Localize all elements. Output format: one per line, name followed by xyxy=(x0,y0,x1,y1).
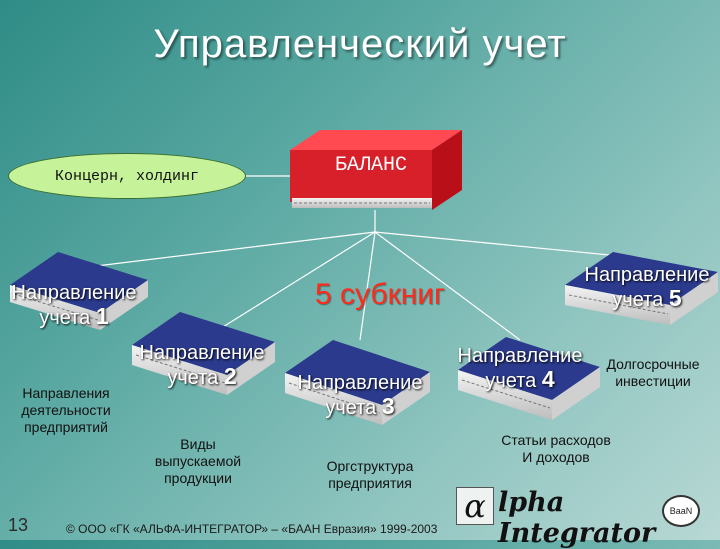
alpha-icon: α xyxy=(456,487,494,525)
alpha-integrator-logo: α lpha Integrator BaaN xyxy=(456,485,712,549)
book-sub-3: Оргструктура предприятия xyxy=(326,458,414,491)
copyright: © ООО «ГК «АЛЬФА-ИНТЕГРАТОР» – «БААН Евр… xyxy=(66,522,438,536)
book-label-1-line2: учета 1 xyxy=(39,303,109,330)
book-sub-2: Виды выпускаемой продукции xyxy=(154,436,242,486)
book-label-5: Направление учета 5 xyxy=(584,264,710,311)
subbooks-label: 5 субкниг xyxy=(315,278,445,311)
book-label-2: Направление учета 2 xyxy=(139,342,265,389)
book-label-3: Направление учета 3 xyxy=(297,372,423,419)
book-icon-3 xyxy=(285,340,430,425)
page-title: Управленческий учет xyxy=(153,22,567,66)
book-icon-4 xyxy=(458,337,600,420)
balance-book-icon xyxy=(290,130,462,210)
holding-ellipse: Концерн, холдинг xyxy=(8,153,246,199)
balance-label: БАЛАНС xyxy=(334,154,407,177)
book-icon-2 xyxy=(132,312,275,395)
book-icon-5 xyxy=(565,252,718,325)
book-label-1: Направление учета 1 xyxy=(4,282,144,330)
book-label-1-line1: Направление xyxy=(11,282,137,304)
book-sub-1: Направления деятельности предприятий xyxy=(21,385,111,435)
book-label-4: Направление учета 4 xyxy=(457,345,583,392)
baan-badge: BaaN xyxy=(662,495,700,527)
connector-lines xyxy=(79,175,641,341)
page-number: 13 xyxy=(8,515,29,535)
book-sub-4: Статьи расходов И доходов xyxy=(501,432,611,465)
book-icon-1 xyxy=(10,252,148,330)
book-sub-5: Долгосрочные инвестиции xyxy=(606,356,700,389)
